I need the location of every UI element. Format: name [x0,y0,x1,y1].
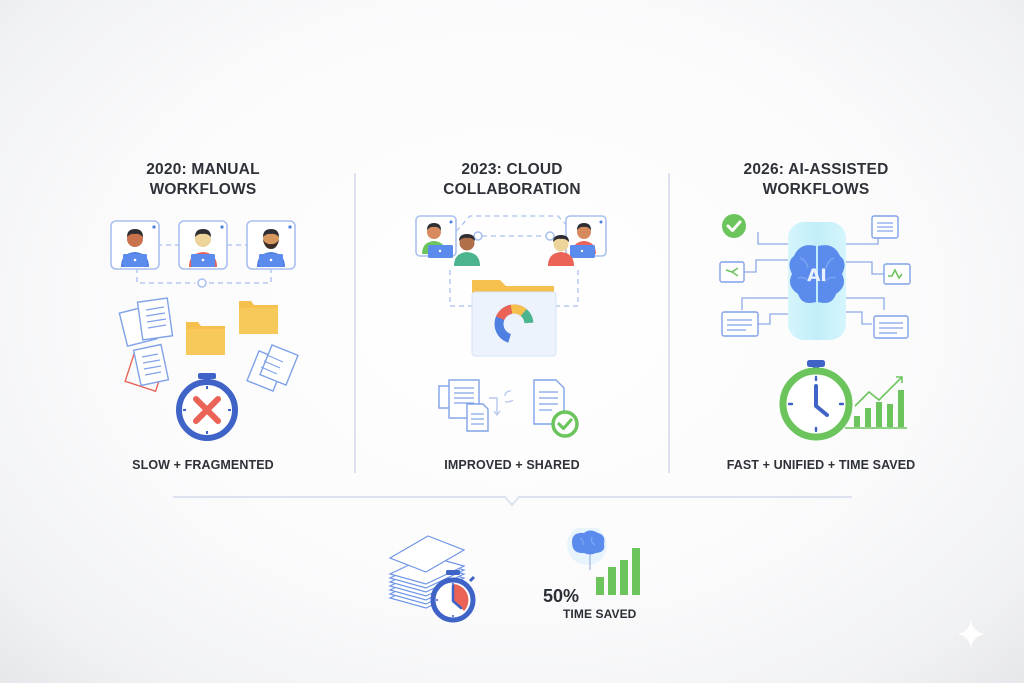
stopwatch-icon [779,360,853,441]
document-sync-icon [438,379,501,432]
bar-chart-icon [596,548,640,595]
document-check-icon [533,379,579,438]
check-circle-icon [722,214,746,238]
document-sync-illustration [438,379,579,438]
title-line-1: 2020: MANUAL [146,161,260,178]
cloud-collaboration-illustration [415,215,607,357]
title-line-2: WORKFLOWS [149,181,257,198]
column-title-2026: 2026: AI-ASSISTED WORKFLOWS [686,160,946,200]
column-divider [354,173,356,473]
folder-icon [186,322,225,355]
brain-growth-chart [567,528,640,595]
user-laptop-icon [246,220,296,270]
paper-stack-stopwatch [388,535,476,623]
user-laptop-icon [178,220,228,270]
time-saved-label: TIME SAVED [563,607,637,621]
column-caption-2026: FAST + UNIFIED + TIME SAVED [726,458,916,472]
user-icon [548,235,574,266]
user-icon [454,234,480,266]
donut-chart-icon [494,304,534,344]
ai-brain-icon: AI [789,245,845,303]
column-title-2020: 2020: MANUAL WORKFLOWS [73,160,333,200]
growth-chart-icon [845,376,907,429]
title-line-1: 2023: CLOUD [461,161,563,178]
user-laptop-icon [110,220,160,270]
document-icon [246,344,299,392]
title-line-2: WORKFLOWS [762,181,870,198]
folder-icon [239,301,278,334]
stopwatch-icon [430,570,476,623]
time-saved-percent: 50% [543,586,580,606]
stopwatch-x-icon [176,373,238,441]
user-laptop-icon [565,215,607,258]
card-icon [719,215,911,339]
shared-folder-icon [471,280,557,357]
document-icon [124,343,170,393]
ai-hub-illustration: AI [719,214,911,340]
manual-team-illustration [110,220,296,288]
column-title-2023: 2023: CLOUD COLLABORATION [382,160,642,200]
svg-text:AI: AI [807,266,826,286]
user-laptop-icon [415,215,457,258]
document-icon [118,297,174,347]
column-divider [668,173,670,473]
title-line-1: 2026: AI-ASSISTED [743,161,889,178]
brain-icon [572,530,605,570]
fast-stopwatch-chart [779,360,907,441]
sparkle-icon [957,620,985,648]
title-line-2: COLLABORATION [443,181,581,198]
timeline-connector [173,496,852,507]
column-caption-2023: IMPROVED + SHARED [444,458,580,472]
scattered-files-illustration [118,297,299,441]
column-caption-2020: SLOW + FRAGMENTED [132,458,274,472]
